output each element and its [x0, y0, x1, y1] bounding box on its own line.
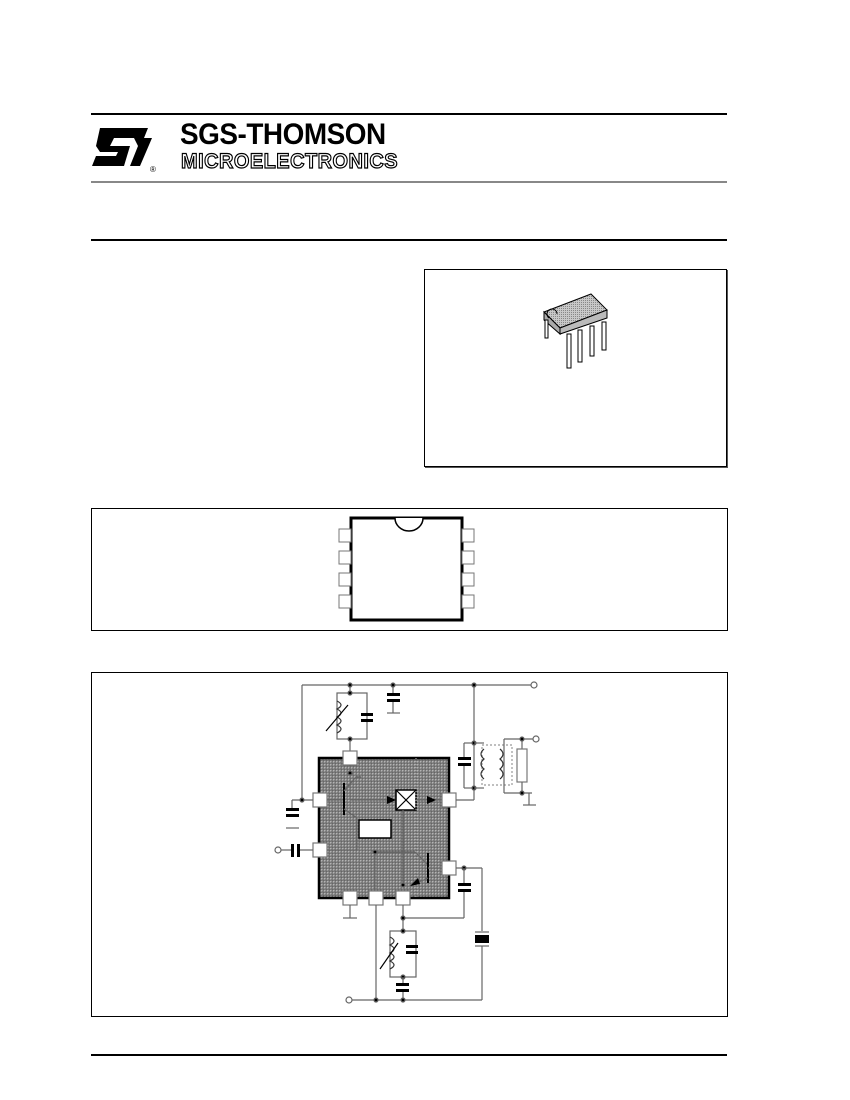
st-logo-icon: ® — [92, 128, 156, 174]
footer-rule — [91, 1054, 727, 1056]
header-top-rule — [91, 113, 727, 115]
title-rule — [91, 239, 727, 241]
schematic-diagram — [274, 681, 540, 1004]
package-figure — [424, 269, 727, 467]
dip8-pinout-diagram — [338, 516, 475, 622]
pin-connection-figure — [91, 508, 728, 631]
dip8-package-icon — [543, 293, 608, 369]
header-grey-rule — [91, 181, 727, 183]
svg-text:®: ® — [150, 165, 156, 174]
application-circuit-figure — [91, 672, 728, 1017]
brand-name: SGS-THOMSON — [180, 118, 386, 151]
brand-subtitle: MICROELECTRONICS — [180, 149, 399, 173]
